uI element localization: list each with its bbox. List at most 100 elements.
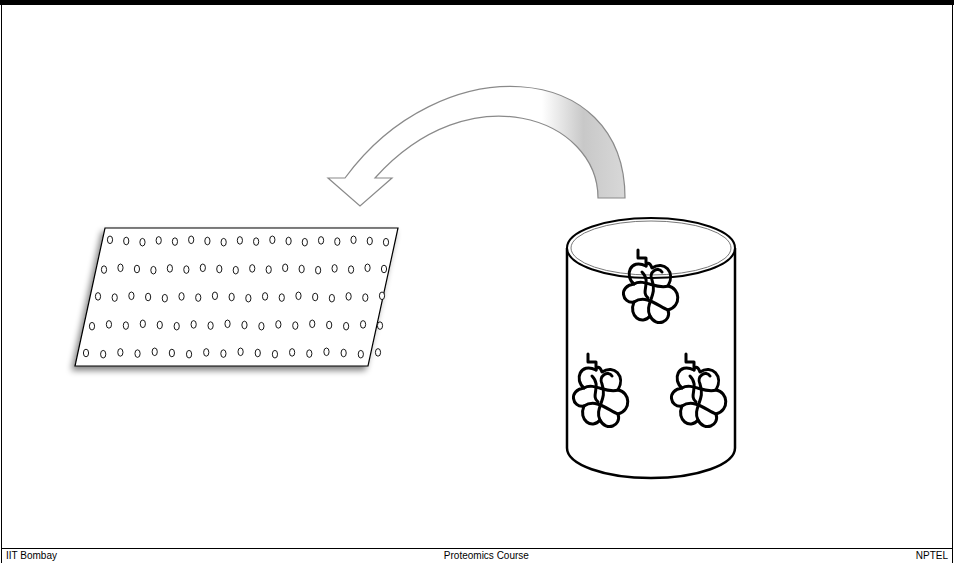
array-spot [212, 292, 217, 300]
array-spot [179, 293, 184, 301]
array-spot [229, 293, 234, 301]
protein-strand [623, 263, 677, 322]
array-spot [358, 350, 363, 358]
array-spot [383, 238, 388, 246]
array-spot [293, 322, 298, 330]
array-spot [208, 322, 213, 330]
array-spot [266, 266, 271, 274]
array-spot [255, 349, 260, 357]
protein-strand [634, 282, 668, 287]
array-spot [101, 266, 106, 274]
array-spot [290, 349, 295, 357]
array-spot [279, 294, 284, 302]
array-spot [313, 293, 318, 301]
array-spot [167, 265, 172, 273]
array-spot [242, 321, 247, 329]
array-spot [262, 293, 267, 301]
protein-strand [642, 272, 648, 298]
array-spot [174, 322, 179, 330]
array-spot [344, 322, 349, 330]
frame-right [952, 5, 953, 563]
array-spot [335, 238, 340, 246]
array-spot [146, 293, 151, 301]
protein-strand [682, 386, 716, 391]
array-spot [205, 237, 210, 245]
footer-label: Proteomics Course [444, 550, 529, 562]
array-spot [123, 322, 128, 330]
array-spot [286, 237, 291, 245]
array-spot [83, 349, 88, 357]
protein-strand [648, 270, 662, 316]
array-spot [351, 236, 356, 244]
array-spot [200, 264, 205, 272]
array-spot [324, 348, 329, 356]
footer-rule [1, 548, 953, 549]
array-spot [134, 265, 139, 273]
array-spot [272, 350, 277, 358]
array-spot [283, 264, 288, 272]
top-bar [0, 0, 954, 5]
footer-label: NPTEL [916, 550, 948, 562]
array-spot [157, 321, 162, 329]
array-spot [95, 293, 100, 301]
array-spot [341, 349, 346, 357]
array-spot [169, 349, 174, 357]
array-spot [124, 237, 129, 245]
array-spot [204, 349, 209, 357]
array-spot [379, 292, 384, 300]
array-spot [184, 266, 189, 274]
array-spot [270, 236, 275, 244]
array-slide [75, 228, 398, 366]
array-spot [107, 236, 112, 244]
array-spot [307, 350, 312, 358]
array-spot [377, 322, 382, 330]
footer-label: IIT Bombay [6, 550, 57, 562]
array-spot [327, 321, 332, 329]
protein-tube [567, 218, 735, 478]
array-spot [189, 236, 194, 244]
array-spot [246, 294, 251, 302]
slide-footer: IIT Bombay Proteomics Course NPTEL [6, 550, 948, 562]
protein-strand [671, 367, 725, 426]
protein [671, 354, 725, 427]
protein-strand [696, 374, 710, 420]
array-spot [225, 320, 230, 328]
protein [573, 354, 627, 427]
protein-strand [598, 374, 612, 420]
array-spot [186, 350, 191, 358]
array-spot [112, 294, 117, 302]
array-spot [332, 265, 337, 273]
array-spot [89, 322, 94, 330]
array-spot [365, 264, 370, 272]
array-spot [237, 237, 242, 245]
array-spot [129, 292, 134, 300]
transfer-arrow [328, 86, 625, 206]
array-spot [276, 321, 281, 329]
array-spot [310, 320, 315, 328]
array-spot [318, 237, 323, 245]
protein-strand [690, 376, 696, 402]
frame-left [1, 5, 2, 563]
array-spot [140, 320, 145, 328]
array-spot [221, 238, 226, 246]
array-spot [106, 321, 111, 329]
array-spot [118, 264, 123, 272]
array-spot [346, 293, 351, 301]
protein-strand [592, 376, 598, 402]
array-spot [299, 265, 304, 273]
array-spot [140, 238, 145, 246]
array-spot [302, 238, 307, 246]
array-spot [152, 348, 157, 356]
array-spot [151, 266, 156, 274]
array-spot [367, 237, 372, 245]
array-spots [83, 236, 388, 358]
array-spot [348, 266, 353, 274]
array-spot [196, 294, 201, 302]
array-spot [381, 265, 386, 273]
protein-molecules [573, 250, 725, 427]
array-spot [162, 294, 167, 302]
array-spot [316, 266, 321, 274]
array-spot [118, 349, 123, 357]
array-spot [363, 294, 368, 302]
